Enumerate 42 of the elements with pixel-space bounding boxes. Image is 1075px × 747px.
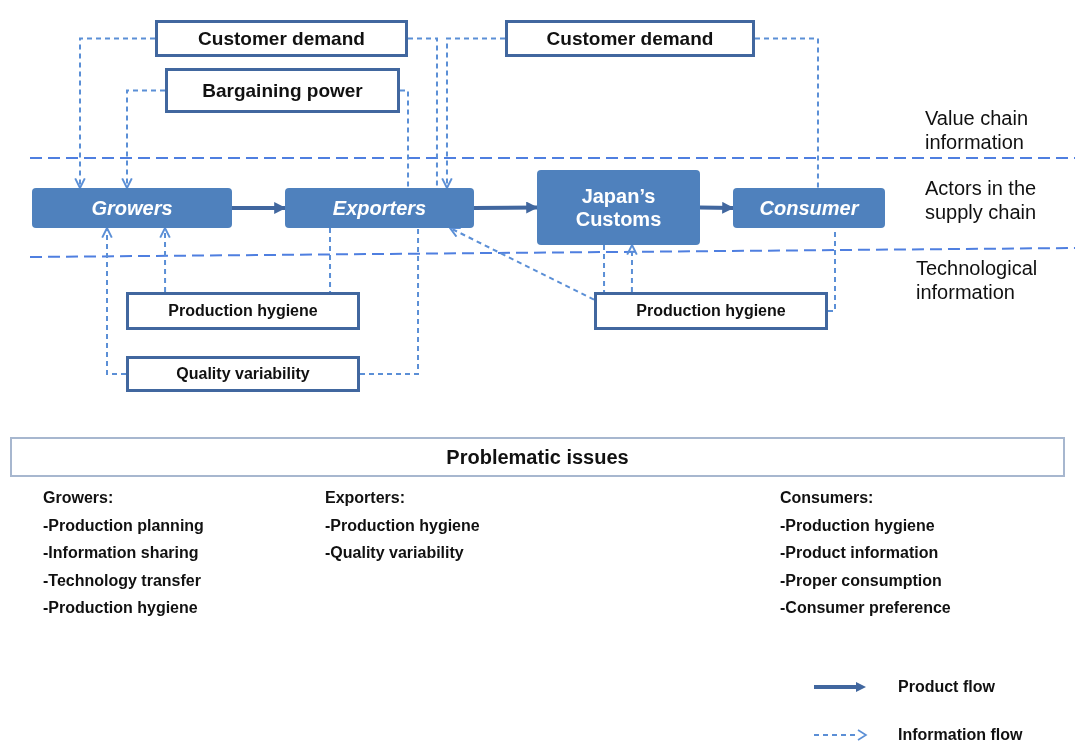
actor-box: Exporters (285, 188, 474, 228)
band-label: Actors in the supply chain (925, 176, 1038, 224)
arrow (232, 202, 287, 214)
arrow (699, 201, 735, 214)
arrow (121, 89, 166, 189)
issue-text: -Production hygiene (325, 517, 480, 535)
arrow (474, 201, 539, 214)
factor-box: Production hygiene (594, 292, 828, 330)
issue-text: -Proper consumption (780, 572, 942, 590)
issue-text: -Product information (780, 544, 939, 562)
arrow (441, 37, 506, 189)
actor-box: Consumer (733, 188, 885, 228)
connector-line (359, 227, 420, 375)
issue-text: -Production hygiene (43, 599, 198, 617)
factor-box: Bargaining power (165, 68, 400, 113)
connector-line (603, 244, 606, 293)
issue-text: -Information sharing (43, 544, 199, 562)
legend-label: Product flow (898, 678, 995, 696)
issue-text: -Quality variability (325, 544, 464, 562)
connector-line (399, 89, 410, 189)
band-label: Technological information (916, 256, 1039, 304)
heading-box: Problematic issues (10, 437, 1065, 477)
issue-text: Consumers: (780, 489, 874, 507)
arrow (626, 244, 638, 293)
actor-box: Growers (32, 188, 232, 228)
factor-box: Customer demand (155, 20, 408, 57)
issue-text: -Production hygiene (780, 517, 935, 535)
legend-label: Information flow (898, 726, 1023, 744)
arrow (101, 227, 127, 375)
connector-line (754, 37, 819, 189)
factor-box: Quality variability (126, 356, 360, 392)
factor-box: Production hygiene (126, 292, 360, 330)
arrow (159, 227, 171, 293)
issue-text: Growers: (43, 489, 114, 507)
arrow (74, 37, 156, 189)
arrow (449, 227, 595, 301)
actor-box: Japan’s Customs (537, 170, 700, 245)
factor-box: Customer demand (505, 20, 755, 57)
issue-text: -Consumer preference (780, 599, 951, 617)
issue-text: -Technology transfer (43, 572, 201, 590)
band-label: Value chain information (925, 106, 1030, 154)
issue-text: -Production planning (43, 517, 204, 535)
